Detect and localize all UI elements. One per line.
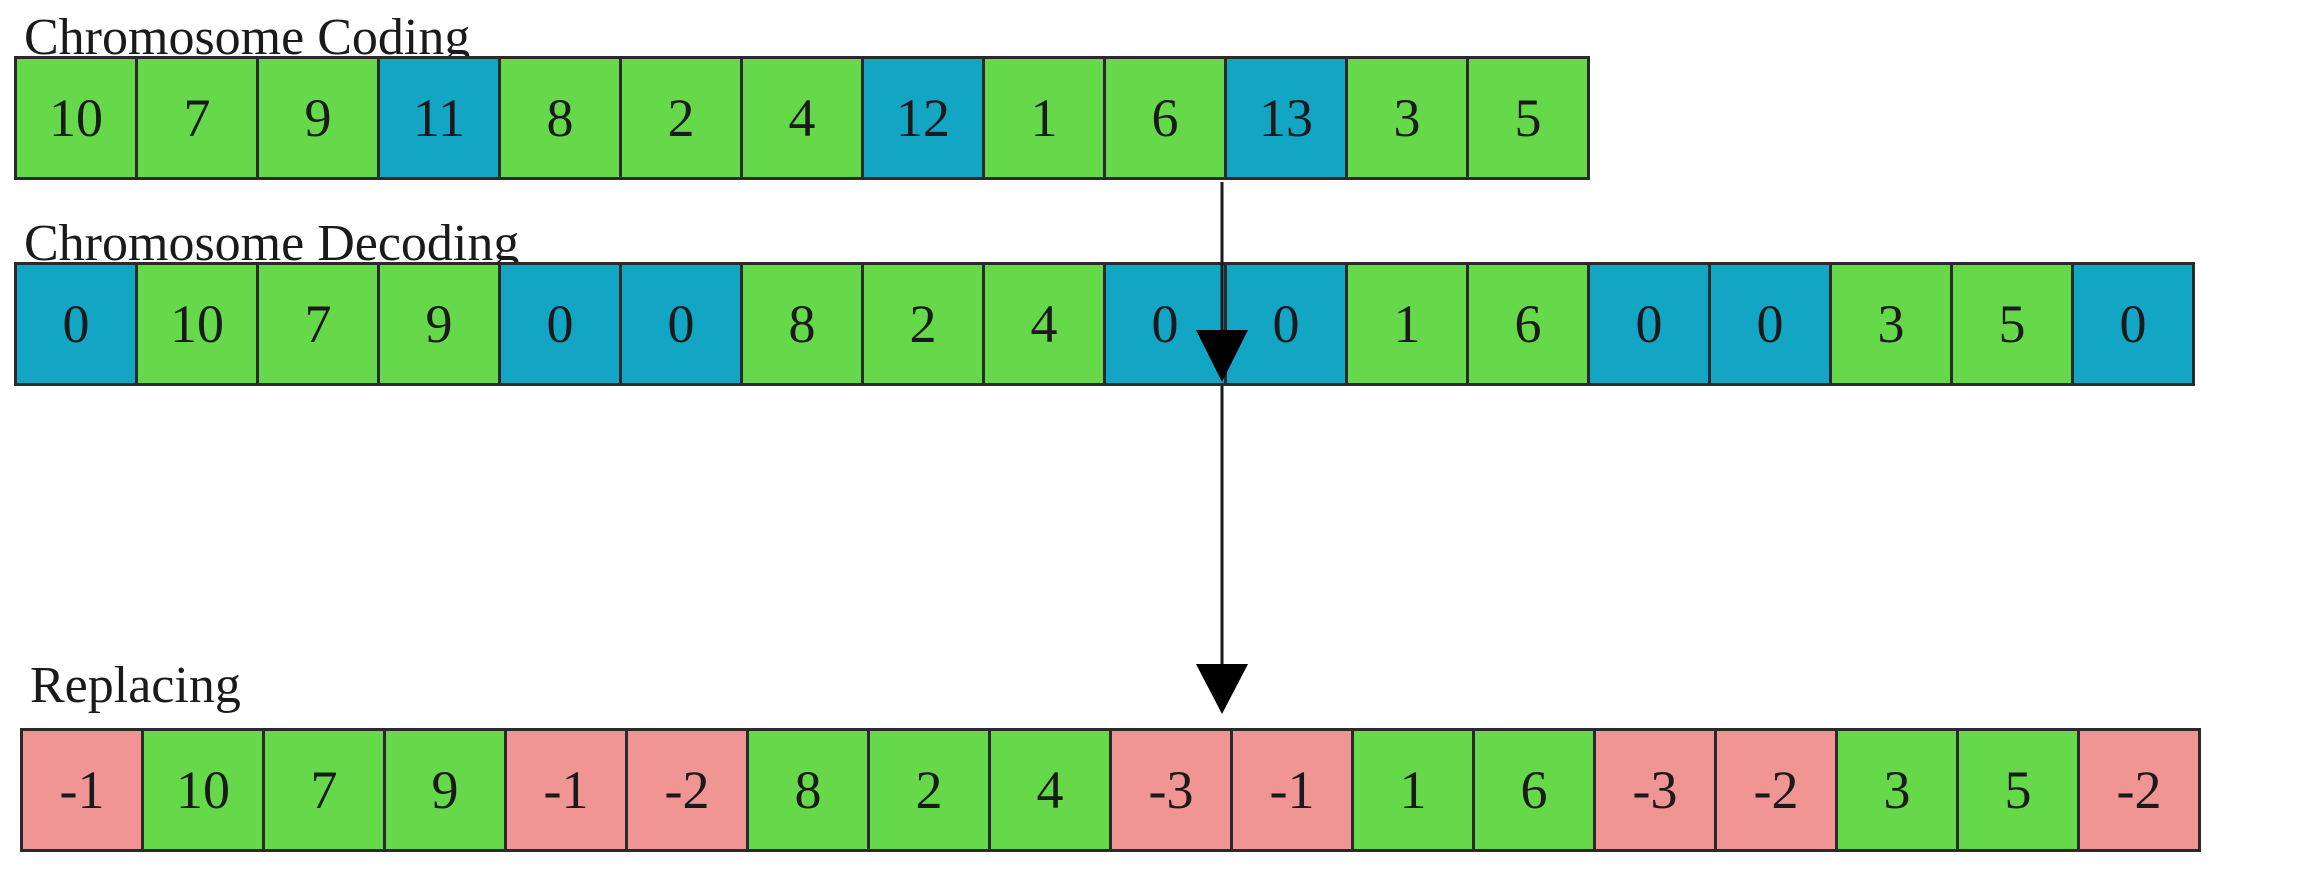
replacing-cell: 9 xyxy=(383,728,507,852)
decoding-cell: 5 xyxy=(1950,262,2074,386)
replacing-cell: 7 xyxy=(262,728,386,852)
coding-cell: 10 xyxy=(14,56,138,180)
replacing-cell: 8 xyxy=(746,728,870,852)
arrow-coding-to-decoding-head xyxy=(1196,330,1248,382)
decoding-cell: 8 xyxy=(740,262,864,386)
replacing-cell: -2 xyxy=(625,728,749,852)
replacing-cell: 1 xyxy=(1351,728,1475,852)
decoding-cell: 0 xyxy=(2071,262,2195,386)
replacing-cell: -1 xyxy=(504,728,628,852)
replacing-label: Replacing xyxy=(30,657,241,714)
decoding-cell: 0 xyxy=(498,262,622,386)
replacing-cell: -2 xyxy=(2077,728,2201,852)
decoding-label: Chromosome Decoding xyxy=(24,215,520,272)
decoding-cell: 0 xyxy=(619,262,743,386)
coding-cell: 12 xyxy=(861,56,985,180)
decoding-cell: 0 xyxy=(1708,262,1832,386)
coding-cell: 2 xyxy=(619,56,743,180)
replacing-cell: 10 xyxy=(141,728,265,852)
decoding-cell: 0 xyxy=(14,262,138,386)
coding-cell: 3 xyxy=(1345,56,1469,180)
coding-cell: 1 xyxy=(982,56,1106,180)
decoding-cell: 4 xyxy=(982,262,1106,386)
replacing-cell: -3 xyxy=(1109,728,1233,852)
coding-cell: 5 xyxy=(1466,56,1590,180)
coding-label: Chromosome Coding xyxy=(24,9,471,66)
replacing-cell: 6 xyxy=(1472,728,1596,852)
coding-cell: 8 xyxy=(498,56,622,180)
coding-cell: 11 xyxy=(377,56,501,180)
replacing-cell: -1 xyxy=(20,728,144,852)
coding-cell: 13 xyxy=(1224,56,1348,180)
replacing-cell: -3 xyxy=(1593,728,1717,852)
decoding-cell: 0 xyxy=(1587,262,1711,386)
decoding-cell: 0 xyxy=(1224,262,1348,386)
coding-cell: 9 xyxy=(256,56,380,180)
decoding-cell: 6 xyxy=(1466,262,1590,386)
replacing-cell: 5 xyxy=(1956,728,2080,852)
replacing-cell: 4 xyxy=(988,728,1112,852)
decoding-cell: 2 xyxy=(861,262,985,386)
arrow-decoding-to-replacing-head xyxy=(1196,664,1248,714)
